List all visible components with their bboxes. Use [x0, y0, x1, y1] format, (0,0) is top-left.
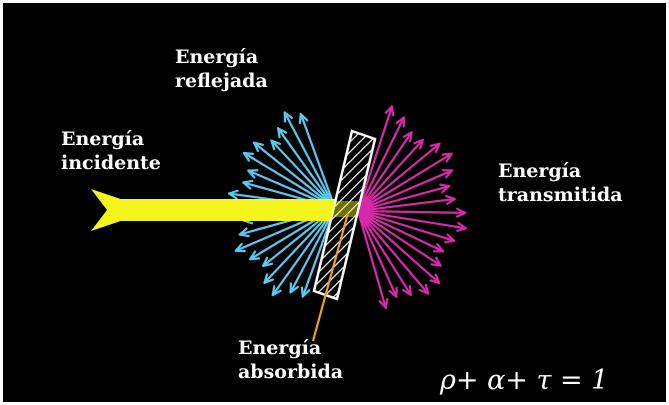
- transmitted-ray-arrow: [356, 142, 441, 213]
- reflected-energy-label: Energía reflejada: [175, 45, 268, 93]
- reflected-label-line-1: Energía: [175, 46, 259, 68]
- incident-arrow-icon: [91, 189, 351, 231]
- absorbed-label-line-1: Energía: [238, 337, 322, 359]
- incident-label-line-2: incidente: [61, 152, 161, 174]
- reflected-ray-arrow: [289, 206, 337, 294]
- transmitted-ray-arrow: [356, 209, 398, 298]
- energy-balance-equation: ρ+ α+ τ = 1: [440, 365, 609, 396]
- transmitted-ray-arrow: [356, 209, 441, 284]
- transmitted-ray-arrow: [356, 152, 453, 213]
- transmitted-ray-arrow: [356, 116, 405, 213]
- reflected-ray-arrow: [270, 139, 337, 210]
- slab-absorption-zone: [330, 201, 359, 217]
- absorbed-pointer-line: [311, 212, 350, 342]
- transmitted-ray-arrow: [356, 209, 389, 309]
- absorbed-energy-label: Energía absorbida: [238, 336, 343, 384]
- reflected-ray-arrow: [252, 141, 337, 210]
- transmitted-ray-arrow: [356, 183, 451, 213]
- transmitted-ray-arrow: [356, 168, 454, 213]
- absorbed-indicator-line: [311, 212, 350, 342]
- reflected-ray-arrow: [276, 127, 337, 210]
- transmitted-ray-arrow: [356, 209, 456, 244]
- transmitted-ray-arrow: [356, 209, 445, 253]
- reflected-label-line-2: reflejada: [175, 70, 268, 92]
- slab-body: [312, 129, 377, 301]
- absorbed-label-line-2: absorbida: [238, 361, 344, 383]
- transmitted-ray-arrow: [356, 105, 395, 213]
- incident-energy-label: Energía incidente: [61, 127, 161, 175]
- transmitted-ray-arrow: [356, 209, 467, 232]
- reflected-ray-arrow: [242, 151, 337, 210]
- transmitted-ray-arrow: [356, 138, 424, 213]
- transmitted-label-line-2: transmitida: [498, 184, 623, 206]
- transmitted-label-line-1: Energía: [498, 160, 582, 182]
- transmitted-ray-arrow: [356, 207, 467, 218]
- reflected-ray-arrow: [271, 206, 337, 297]
- reflected-ray-arrow: [298, 112, 337, 210]
- transmitted-ray-arrow: [356, 209, 412, 296]
- reflected-ray-arrow: [283, 111, 337, 210]
- transmitted-ray-arrow: [356, 131, 413, 213]
- transmitted-ray-arrow: [356, 194, 456, 213]
- transmitted-ray-arrow: [356, 209, 430, 295]
- incident-arrow-head: [91, 189, 153, 231]
- transmitted-rays: [356, 105, 467, 309]
- transmitted-energy-label: Energía transmitida: [498, 159, 623, 207]
- incident-beam: [121, 199, 351, 221]
- hatched-material-slab: [312, 129, 377, 301]
- diagram-canvas: Energía reflejada Energía incidente Ener…: [3, 3, 666, 402]
- transmitted-ray-arrow: [356, 209, 442, 267]
- energy-diagram: [91, 105, 467, 342]
- incident-label-line-1: Energía: [61, 128, 145, 150]
